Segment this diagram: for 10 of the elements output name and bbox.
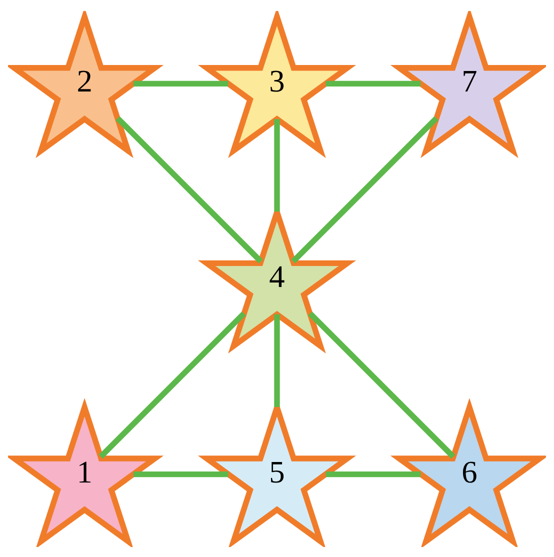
connector: [274, 314, 280, 406]
connector: [98, 311, 246, 458]
connector: [133, 470, 228, 477]
connector: [308, 311, 456, 458]
connector: [326, 80, 421, 86]
connector: [326, 470, 421, 477]
connector: [133, 80, 228, 86]
connector: [274, 118, 280, 212]
connector: [291, 116, 438, 263]
connector: [116, 116, 263, 263]
